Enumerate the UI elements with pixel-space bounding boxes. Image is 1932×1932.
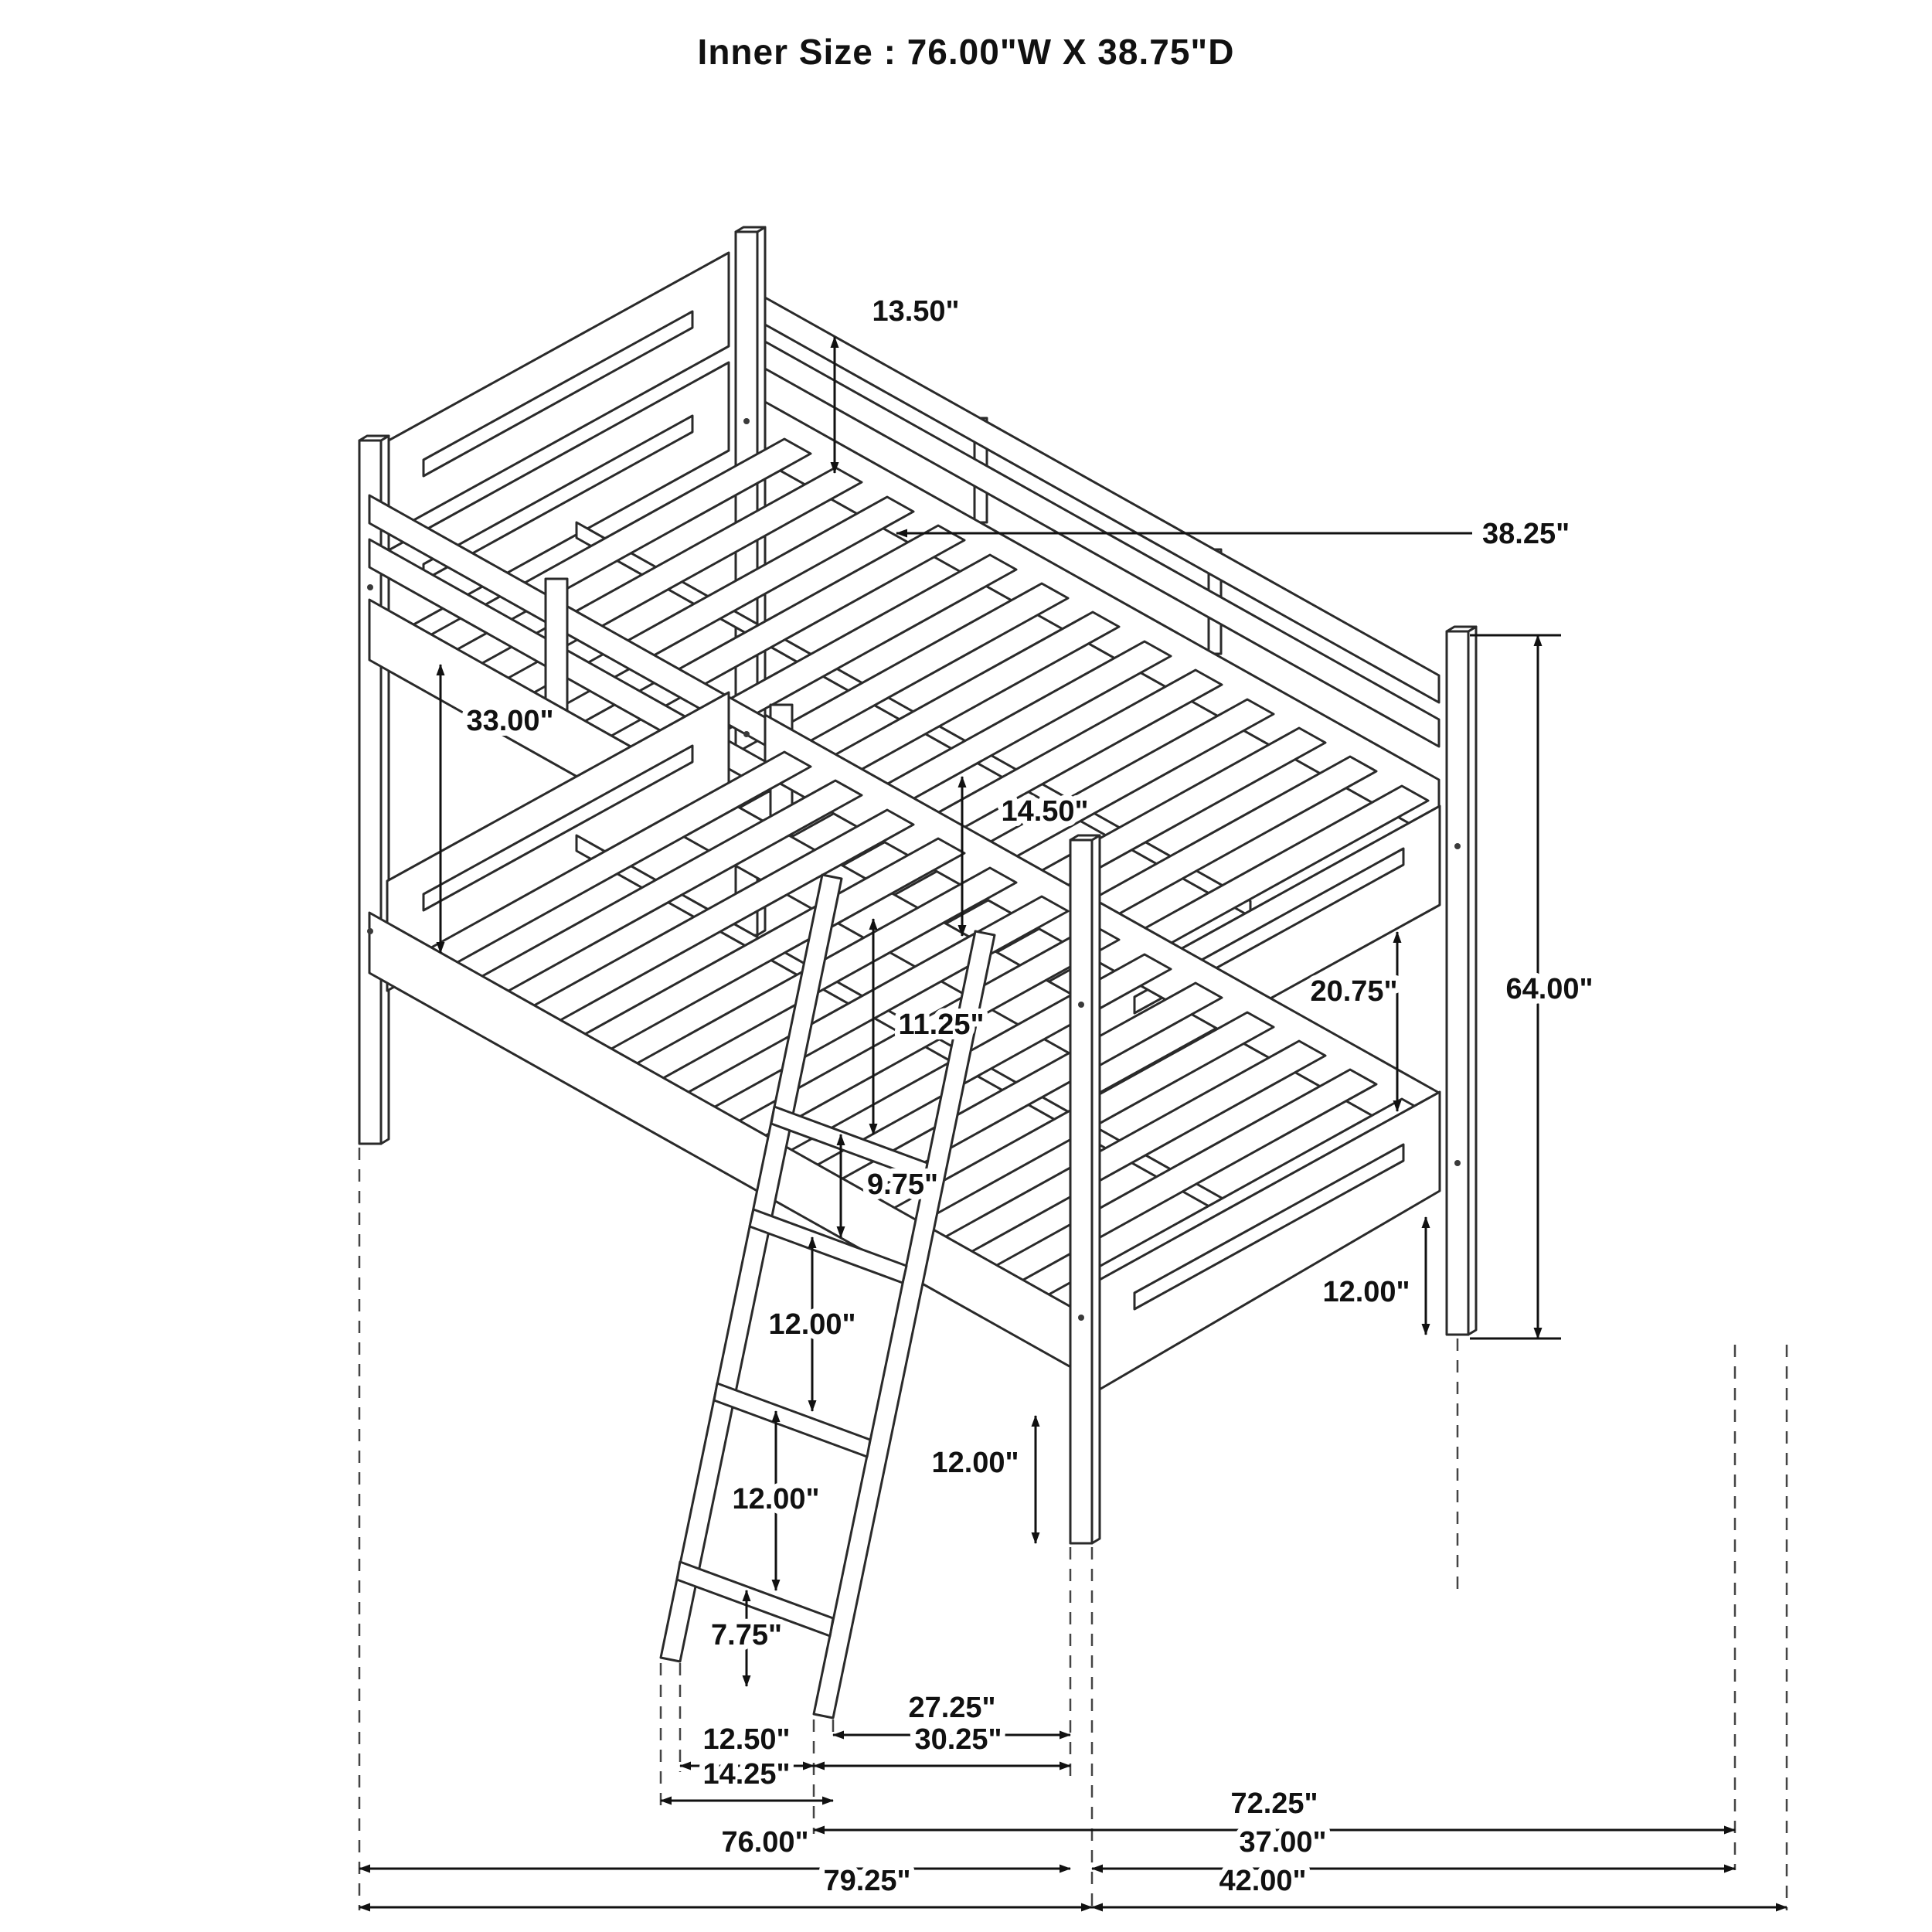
post-front-face — [1445, 630, 1470, 1336]
guardrail-beam — [764, 296, 1440, 704]
dim-label-ladder-gap-4: 12.00" — [732, 1483, 819, 1515]
dim-upper-rail-to-lower-rail: 33.00" — [436, 664, 560, 954]
dim-headboard-top-section: 13.50" — [830, 290, 965, 474]
upper-back-guardrail — [764, 296, 1440, 748]
dim-label-bunk-opening: 20.75" — [1310, 975, 1397, 1008]
headboard-slot — [422, 744, 694, 912]
dim-label-ladder-feet-inner: 12.50" — [702, 1723, 790, 1756]
screw — [1078, 1315, 1084, 1321]
post-top-face — [1069, 834, 1101, 842]
dim-ladder-gap-5: 7.75" — [706, 1590, 787, 1687]
dim-label-overall-height: 64.00" — [1505, 973, 1593, 1005]
dim-label-overall-depth: 42.00" — [1219, 1865, 1306, 1897]
dim-label-ladder-gap-2: 9.75" — [867, 1168, 938, 1201]
dim-overall-depth: 42.00" — [1091, 1859, 1787, 1912]
screw — [743, 731, 750, 737]
post-footboard-rear — [1445, 625, 1478, 1336]
dim-label-ladder-gap-1: 11.25" — [898, 1009, 984, 1041]
dim-footboard-leg-height: 12.00" — [1317, 1216, 1430, 1335]
dim-bed-depth: 37.00" — [1091, 1821, 1736, 1873]
dim-label-ladder-feet-outer: 14.25" — [702, 1758, 790, 1791]
dim-lower-rail-length: 72.25" — [813, 1782, 1736, 1835]
dim-label-overall-length: 79.25" — [823, 1865, 910, 1897]
dim-label-upper-rail-to-lower-rail: 33.00" — [466, 705, 553, 737]
guardrail-beam — [764, 340, 1440, 748]
post-footboard-front — [1069, 834, 1101, 1545]
ladder-step — [713, 1382, 872, 1458]
post-top-face — [358, 434, 390, 442]
headboard-band — [386, 691, 730, 992]
dim-overall-height: 64.00" — [1470, 634, 1599, 1340]
dim-ladder-gap-1: 11.25" — [869, 918, 990, 1135]
dim-guardrail-height: 14.50" — [957, 776, 1094, 937]
dim-ladder-feet-outer: 14.25" — [660, 1753, 834, 1805]
dim-label-guardrail-height: 14.50" — [1001, 795, 1088, 828]
dim-label-ladder-gap-5: 7.75" — [711, 1619, 782, 1651]
ladder-step — [770, 1105, 929, 1182]
bunk-bed-drawing — [358, 226, 1478, 1719]
dim-label-lower-rail-length: 72.25" — [1230, 1787, 1318, 1820]
dimensions: 13.50" 38.25" 33.00" 14.50" 20.75" — [359, 290, 1787, 1912]
headboard-slot — [422, 310, 694, 478]
dim-label-ladder-foot-to-post: 27.25" — [908, 1692, 995, 1724]
screw-dots — [367, 418, 1461, 1321]
page-title: Inner Size : 76.00"W X 38.75"D — [697, 32, 1235, 72]
dim-ladder-gap-4: 12.00" — [726, 1410, 825, 1591]
ladder-step — [675, 1560, 835, 1638]
screw — [367, 584, 373, 590]
ladder-step — [748, 1208, 908, 1284]
post-front-face — [1069, 838, 1094, 1545]
dim-bed-length: 76.00" — [359, 1821, 1071, 1873]
dim-ladder-feet-inner: 12.50" — [679, 1718, 815, 1770]
post-top-face — [1445, 625, 1478, 633]
dim-label-bed-length: 76.00" — [721, 1826, 808, 1859]
screw — [367, 928, 373, 934]
screw — [743, 418, 750, 424]
footboard-lower-panel — [1097, 1090, 1441, 1392]
footboard-slot — [1133, 1143, 1405, 1311]
dim-overall-length: 79.25" — [359, 1859, 1093, 1912]
dim-ladder-foot-to-post: 27.25" — [832, 1686, 1071, 1740]
dim-bunk-opening: 20.75" — [1304, 931, 1403, 1112]
dim-label-front-leg-height: 12.00" — [931, 1447, 1019, 1479]
dim-slat-length: 38.25" — [896, 512, 1575, 556]
dim-label-slat-length: 38.25" — [1482, 518, 1570, 550]
screw — [1454, 1160, 1461, 1166]
extension-lines — [358, 1148, 1788, 1910]
screw — [1454, 843, 1461, 849]
ladder — [659, 873, 996, 1719]
dim-ladder-gap-2: 9.75" — [836, 1134, 944, 1238]
dim-front-leg-height: 12.00" — [926, 1415, 1040, 1544]
dim-label-ladder-gap-3: 12.00" — [768, 1308, 855, 1341]
post-top-face — [734, 226, 767, 233]
dim-label-bed-depth: 37.00" — [1239, 1826, 1326, 1859]
dim-label-headboard-top-section: 13.50" — [872, 295, 959, 328]
dim-ladder-gap-3: 12.00" — [763, 1236, 862, 1412]
dim-ladder-span-outer: 30.25" — [813, 1718, 1071, 1770]
screw — [1078, 1002, 1084, 1008]
headboard-lower-panel — [386, 691, 730, 992]
dim-label-ladder-span-outer: 30.25" — [914, 1723, 1002, 1756]
dim-label-footboard-leg-height: 12.00" — [1322, 1276, 1410, 1308]
